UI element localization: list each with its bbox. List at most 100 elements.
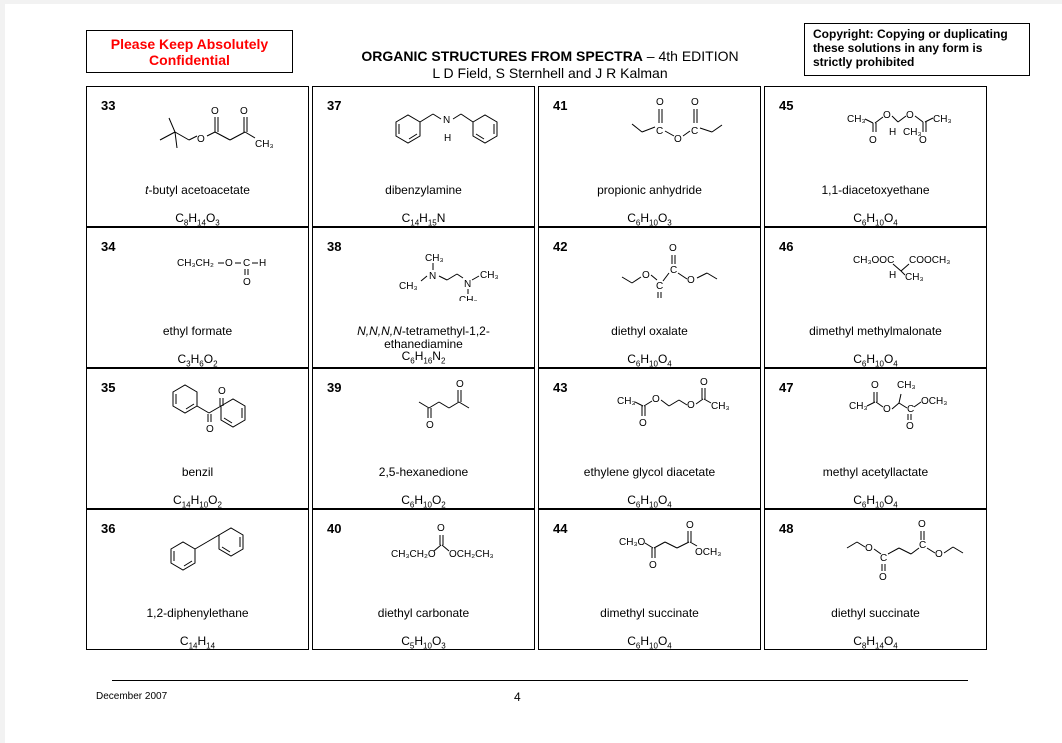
title-edition: – 4th EDITION xyxy=(642,48,739,64)
svg-text:OCH₃: OCH₃ xyxy=(695,547,721,558)
compound-formula: C6H10O4 xyxy=(853,211,898,228)
svg-text:C: C xyxy=(907,404,914,415)
page-number: 4 xyxy=(514,690,521,704)
svg-text:CH₃: CH₃ xyxy=(399,281,418,292)
svg-text:C: C xyxy=(243,258,250,269)
compound-formula: C6H10O4 xyxy=(853,493,898,510)
compound-name: 1,1-diacetoxyethane xyxy=(821,183,930,197)
svg-text:H: H xyxy=(889,270,896,281)
compound-number: 34 xyxy=(101,239,116,254)
svg-text:CH₃: CH₃ xyxy=(897,380,916,391)
svg-text:O: O xyxy=(669,243,677,254)
structure-diagram: O O xyxy=(418,379,470,431)
svg-text:O: O xyxy=(218,386,226,397)
structure-diagram: CH₃O O O OCH₃ xyxy=(619,520,721,571)
compound-number: 33 xyxy=(101,98,116,113)
svg-text:CH₃OOC: CH₃OOC xyxy=(853,255,894,266)
svg-text:COOCH₃: COOCH₃ xyxy=(909,255,950,266)
compound-cell: 47 CH₃ O O CH₃ C O OCH₃ methyl acetyllac… xyxy=(764,368,987,509)
svg-text:C: C xyxy=(656,126,663,137)
compound-grid: 33 O O O CH₃ t-butyl acetoacetate C8H14O… xyxy=(86,86,988,652)
compound-formula: C6H10O2 xyxy=(401,493,446,510)
structure-diagram: C O O CO xyxy=(631,97,723,145)
compound-name: dimethyl succinate xyxy=(600,606,699,620)
compound-number: 47 xyxy=(779,380,794,395)
svg-text:O: O xyxy=(691,97,699,108)
page xyxy=(5,4,1062,743)
svg-text:O: O xyxy=(642,270,650,281)
structure-diagram: O C O C O O xyxy=(621,243,718,298)
compound-name: diethyl succinate xyxy=(831,606,920,620)
compound-formula: C8H14O4 xyxy=(853,634,898,651)
svg-text:N: N xyxy=(464,279,471,290)
svg-text:O: O xyxy=(437,523,445,534)
compound-number: 35 xyxy=(101,380,116,395)
compound-number: 38 xyxy=(327,239,342,254)
compound-formula: C14H14 xyxy=(179,634,216,651)
svg-text:O: O xyxy=(869,135,877,146)
compound-name: dimethyl methylmalonate xyxy=(809,324,942,338)
svg-text:H: H xyxy=(259,258,266,269)
svg-text:O: O xyxy=(674,134,682,145)
svg-text:C: C xyxy=(691,126,698,137)
compound-cell: 42 O C O C O O diethyl oxalate C6H10O4 xyxy=(538,227,761,368)
compound-name: diethyl carbonate xyxy=(377,606,470,620)
compound-cell: 44 CH₃O O O OCH₃ dimethyl succinate C6H1… xyxy=(538,509,761,650)
svg-text:O: O xyxy=(206,424,214,435)
svg-text:O: O xyxy=(243,277,251,288)
compound-cell: 36 1,2-diphenylethane C14H14 xyxy=(86,509,309,650)
structure-diagram: O O xyxy=(172,384,246,435)
compound-formula: C6H16N2 xyxy=(401,349,446,366)
svg-text:O: O xyxy=(652,394,660,405)
structure-diagram: O O O CH₃ xyxy=(159,106,274,150)
compound-number: 48 xyxy=(779,521,794,536)
svg-text:CH₃: CH₃ xyxy=(849,401,868,412)
compound-name: 2,5-hexanedione xyxy=(378,465,469,479)
compound-formula: C8H14O3 xyxy=(175,211,220,228)
compound-formula: C14H10O2 xyxy=(173,493,222,510)
compound-name: propionic anhydride xyxy=(597,183,702,197)
compound-cell: 40 CH₃CH₂O O OCH₂CH₃ diethyl carbonate C… xyxy=(312,509,535,650)
svg-text:CH₃: CH₃ xyxy=(905,272,924,283)
svg-text:O: O xyxy=(700,377,708,388)
confidential-notice: Please Keep Absolutely Confidential xyxy=(86,30,293,73)
svg-text:CH₃: CH₃ xyxy=(617,396,636,407)
compound-name: 1,2-diphenylethane xyxy=(146,606,249,620)
svg-text:C: C xyxy=(670,265,677,276)
compound-number: 46 xyxy=(779,239,794,254)
title-bold: ORGANIC STRUCTURES FROM SPECTRA xyxy=(361,48,643,64)
svg-text:H: H xyxy=(444,133,451,144)
svg-text:O: O xyxy=(240,106,248,117)
svg-text:OCH₃: OCH₃ xyxy=(921,396,947,407)
svg-text:OCH₂CH₃: OCH₂CH₃ xyxy=(449,549,494,560)
svg-text:H: H xyxy=(889,127,896,138)
footer-divider xyxy=(112,680,968,681)
compound-name: t-butyl acetoacetate xyxy=(145,183,250,197)
structure-diagram: O C O CO O xyxy=(846,519,964,583)
svg-text:CH₃: CH₃ xyxy=(255,139,274,150)
svg-text:CH₃: CH₃ xyxy=(933,114,952,125)
compound-formula: C6H10O4 xyxy=(627,493,672,510)
svg-text:CH₃: CH₃ xyxy=(480,270,499,281)
compound-number: 39 xyxy=(327,380,342,395)
svg-text:O: O xyxy=(686,520,694,531)
compound-number: 41 xyxy=(553,98,568,113)
compound-cell: 39 O O 2,5-hexanedione C6H10O2 xyxy=(312,368,535,509)
svg-text:CH₃: CH₃ xyxy=(425,253,444,264)
svg-text:N: N xyxy=(429,271,436,282)
structure-diagram: NH xyxy=(395,113,498,144)
structure-diagram: CH₃ O O CH₃ C O OCH₃ xyxy=(849,380,947,432)
compound-formula: C6H10O3 xyxy=(627,211,672,228)
svg-text:O: O xyxy=(919,135,927,146)
svg-text:O: O xyxy=(456,379,464,390)
svg-text:O: O xyxy=(656,97,664,108)
svg-text:CH₃O: CH₃O xyxy=(619,537,646,548)
compound-formula: C3H6O2 xyxy=(177,352,218,369)
svg-text:C: C xyxy=(880,553,887,564)
